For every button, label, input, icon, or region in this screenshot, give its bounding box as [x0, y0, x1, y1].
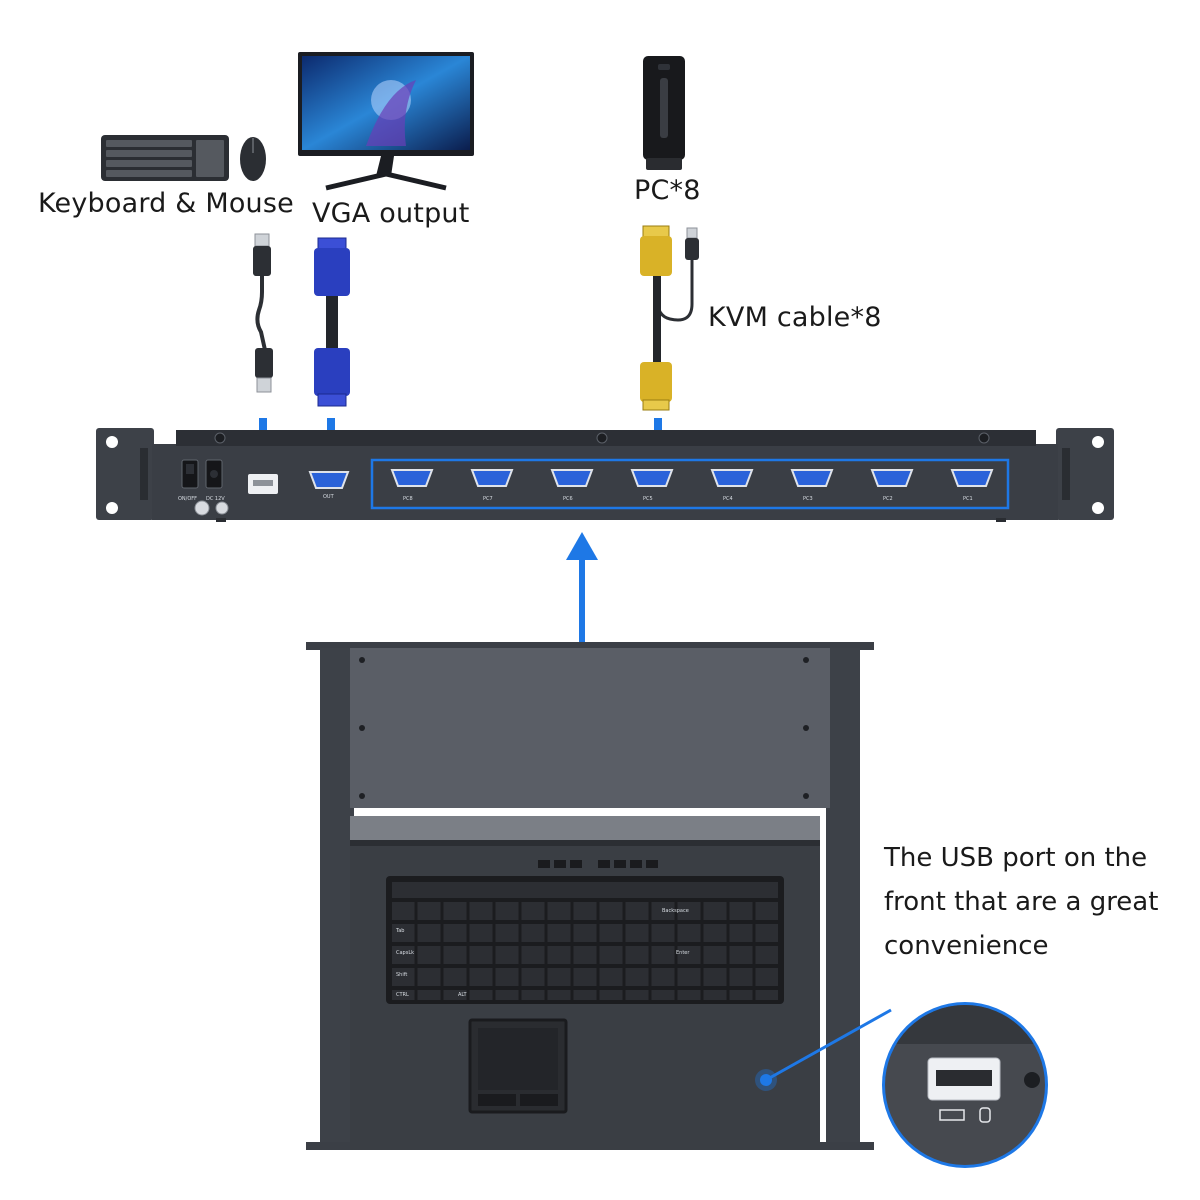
mouse-icon	[240, 137, 266, 181]
key-ctrl: CTRL	[396, 992, 409, 998]
key-alt: ALT	[458, 992, 468, 998]
key-tab: Tab	[395, 928, 404, 934]
kvm-rear-panel: ON/OFF DC 12V OUT PC8 PC7 PC6 PC5 PC4 PC…	[96, 428, 1114, 522]
vga-output-label: VGA output	[312, 198, 470, 229]
port-label-pc8: PC8	[403, 496, 413, 502]
pc-count-label: PC*8	[634, 175, 701, 206]
port-label-pc3: PC3	[803, 496, 813, 502]
note-line-1: The USB port on the	[884, 843, 1148, 873]
note-line-2: front that are a great	[884, 887, 1159, 917]
pc-tower-icon	[643, 56, 685, 170]
keyboard-mouse-label: Keyboard & Mouse	[38, 188, 294, 219]
vga-cable	[314, 237, 350, 407]
port-label-pc4: PC4	[723, 496, 733, 502]
port-label-pc1: PC1	[963, 496, 973, 502]
key-shift: Shift	[396, 972, 407, 978]
usb-port-zoom	[882, 1002, 1048, 1168]
power-switch-label: ON/OFF	[178, 496, 197, 502]
key-capslock: CapsLk	[396, 950, 414, 956]
key-enter: Enter	[676, 950, 690, 956]
out-port-label: OUT	[323, 494, 335, 500]
key-backspace: Backspace	[662, 908, 689, 914]
monitor-icon	[298, 52, 474, 191]
keyboard-icon	[101, 135, 229, 181]
usb-callout-connector	[755, 1008, 892, 1091]
usb-front-note: The USB port on the front that are a gre…	[884, 836, 1158, 968]
vga-port-group	[390, 469, 994, 487]
kvm-cable	[640, 225, 699, 411]
note-line-3: convenience	[884, 931, 1049, 961]
kvm-cable-label: KVM cable*8	[708, 302, 882, 333]
dc-input-label: DC 12V	[206, 496, 225, 502]
usb-cable	[253, 233, 273, 393]
kvm-console-drawer: Tab CapsLk Shift CTRL Backspace Enter AL…	[306, 642, 874, 1150]
port-label-pc5: PC5	[643, 496, 653, 502]
port-label-pc7: PC7	[483, 496, 493, 502]
port-label-pc6: PC6	[563, 496, 573, 502]
port-label-pc2: PC2	[883, 496, 893, 502]
